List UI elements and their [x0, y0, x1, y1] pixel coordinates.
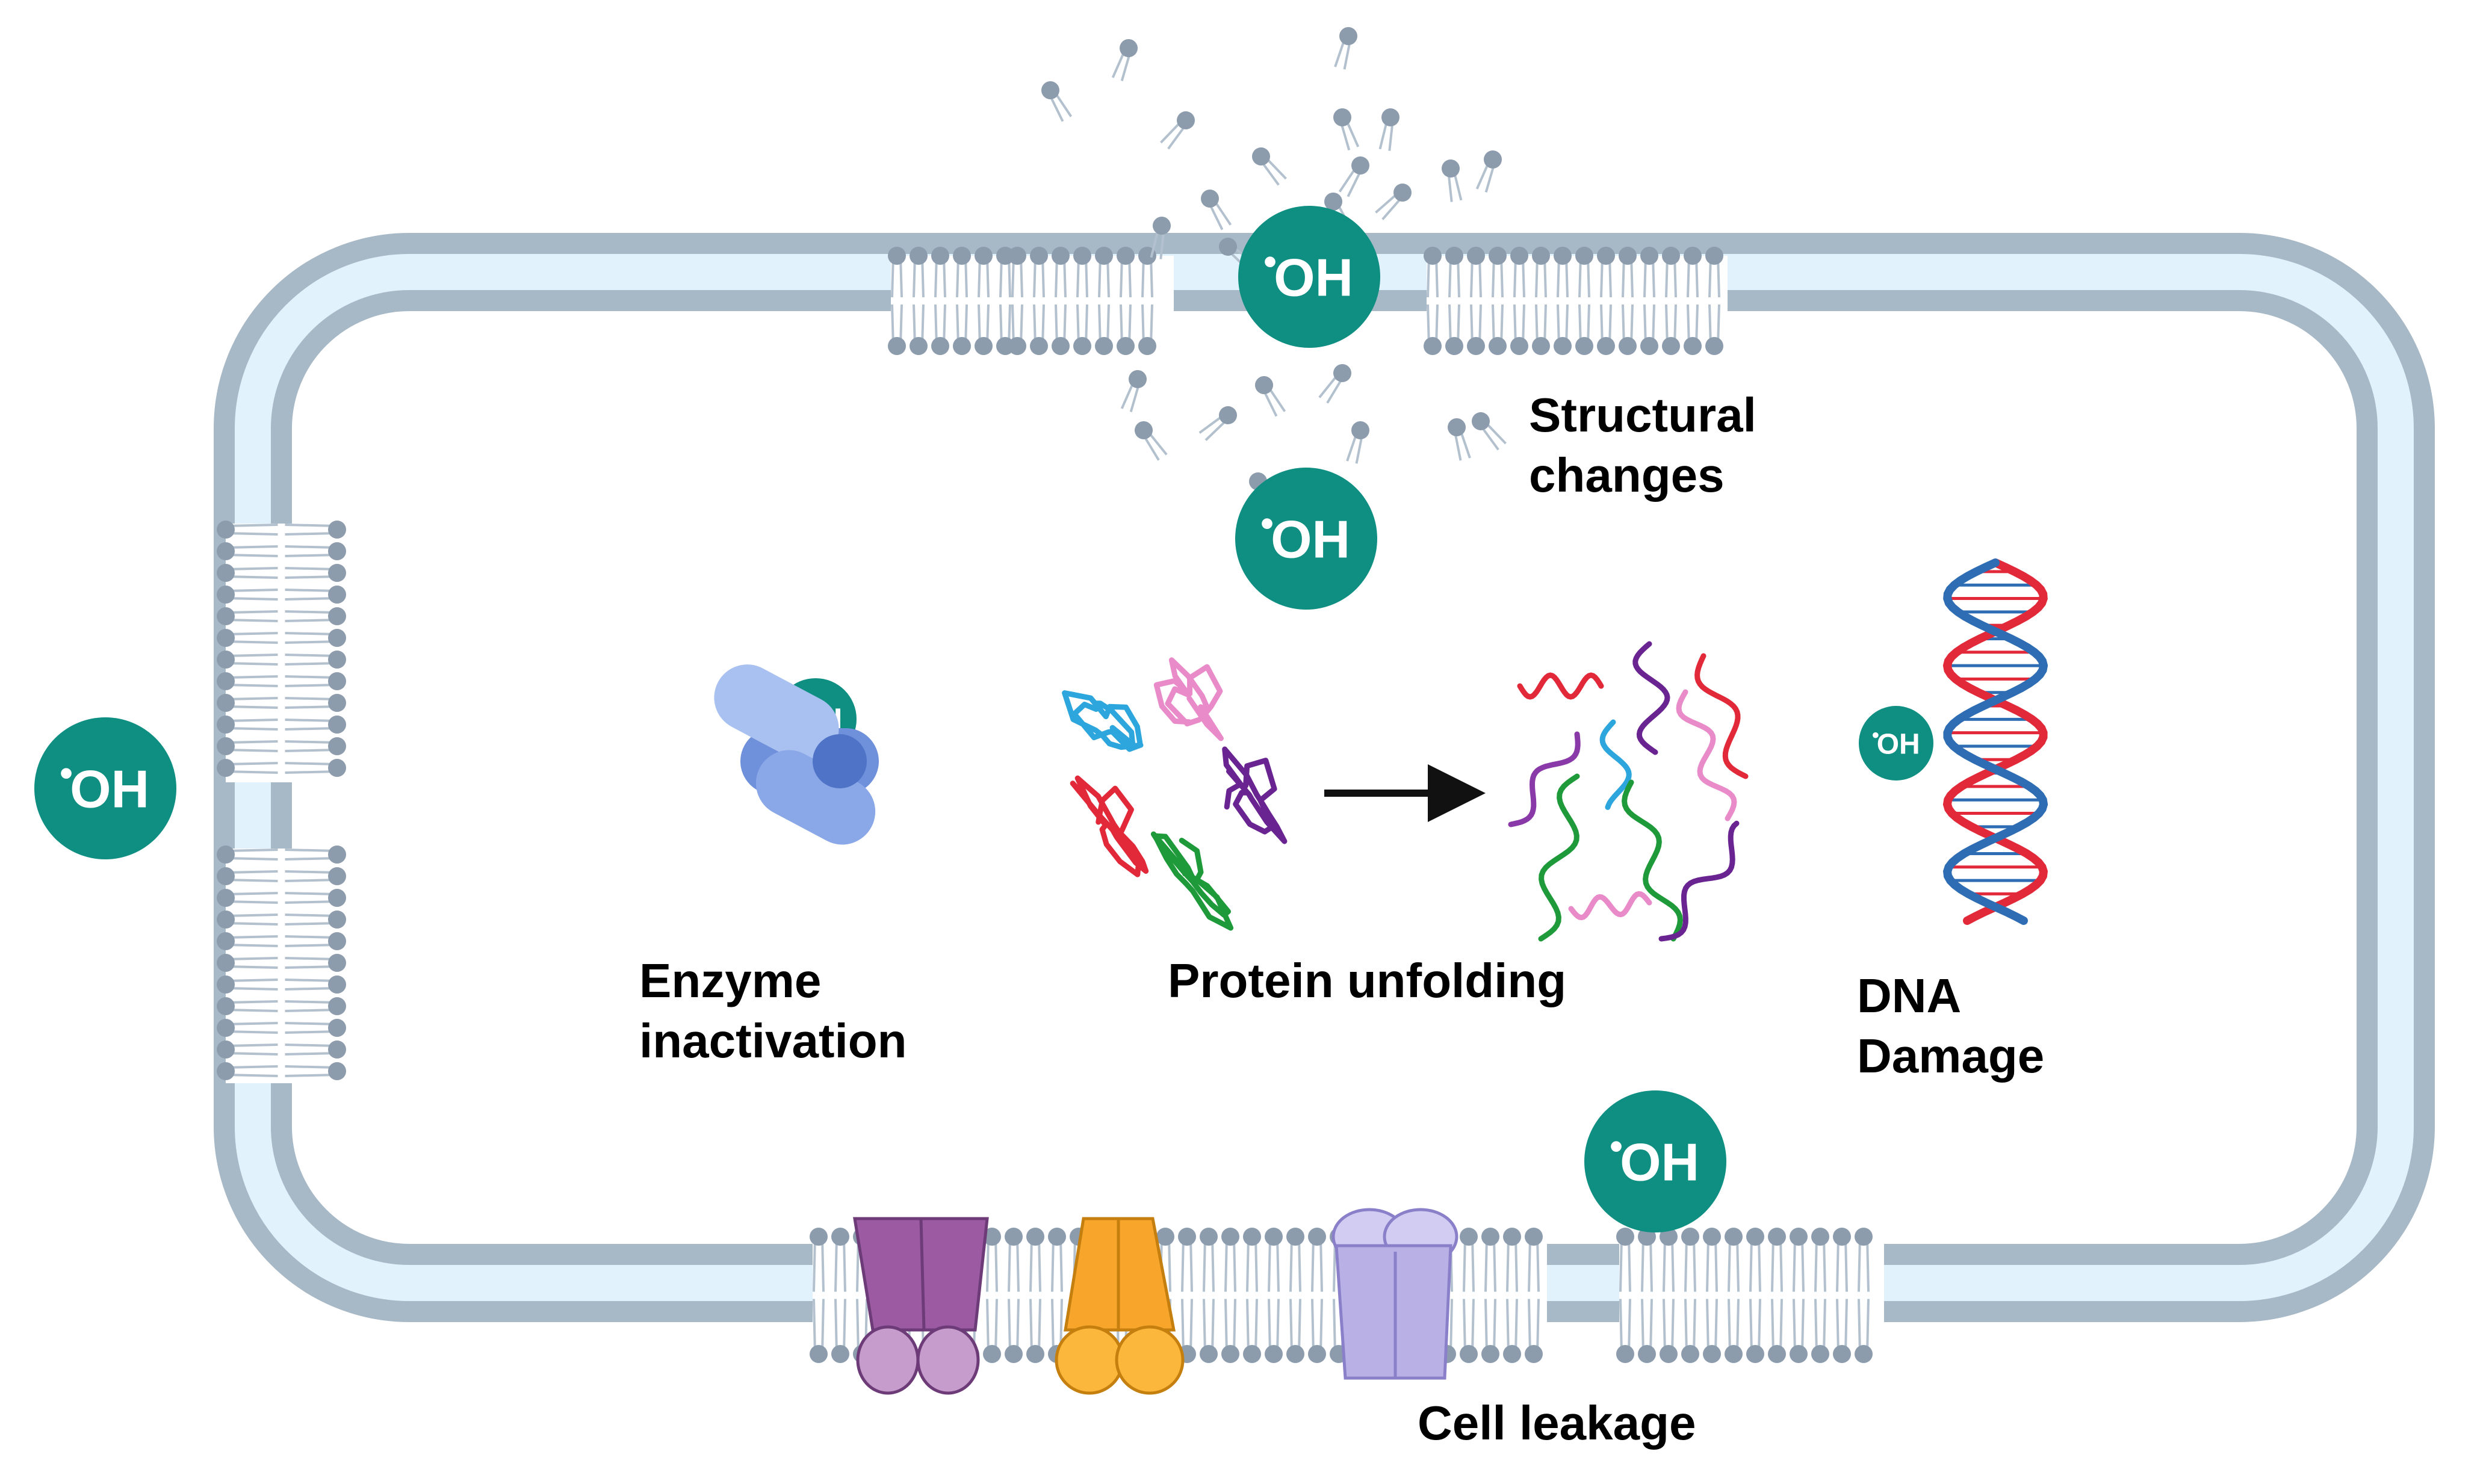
membrane-channel-purple: [853, 1217, 989, 1395]
membrane-channel-lavender: [1331, 1208, 1458, 1380]
lipid-bilayer-segment: [217, 846, 346, 1083]
lipid-bilayer-segment: [1008, 247, 1174, 355]
free-lipid: [1346, 421, 1369, 464]
unfolded-protein: [1658, 820, 1740, 942]
free-lipid: [1334, 27, 1357, 70]
radical-dot: •: [1872, 725, 1879, 747]
free-lipids: [1041, 27, 1507, 505]
unfolded-protein: [1632, 641, 1670, 755]
radical-symbol: OH: [1620, 1133, 1699, 1192]
radical-dot: •: [60, 753, 73, 794]
folded-protein: [1150, 831, 1234, 931]
lipid-bilayer-segment: [217, 521, 346, 782]
free-lipid: [1333, 108, 1360, 150]
hydroxyl-radical-icon: OH•: [1859, 706, 1933, 781]
free-lipid: [1475, 150, 1502, 193]
free-lipid: [1318, 364, 1351, 404]
folded-protein: [1153, 657, 1224, 741]
radical-symbol: OH: [1274, 248, 1353, 308]
free-lipid: [1448, 418, 1471, 461]
lipid-bilayer-segment: [1424, 247, 1728, 355]
free-lipid: [1111, 39, 1138, 81]
unfolded-protein: [1694, 653, 1749, 779]
folded-protein: [1070, 775, 1149, 877]
unfolded-protein: [1538, 773, 1580, 942]
hydroxyl-radical-group: OH•OH•OH•OH•OH•OH•: [34, 206, 1933, 1232]
radical-dot: •: [1260, 503, 1274, 545]
free-lipid: [1472, 412, 1507, 451]
free-lipid: [1120, 370, 1147, 412]
cell-membrane: [214, 233, 2435, 1322]
enzyme-icon: [714, 664, 879, 845]
free-lipid: [1255, 376, 1286, 417]
folded-protein: [1062, 690, 1144, 752]
radical-symbol: OH: [1271, 510, 1350, 569]
free-lipid: [1041, 81, 1073, 122]
free-lipid: [1135, 421, 1168, 461]
unfolded-protein-icon: [1508, 641, 1749, 942]
lipid-bilayer-segment: [888, 247, 1023, 355]
unfolded-protein: [1568, 891, 1652, 921]
unfolded-protein: [1517, 672, 1604, 700]
membrane-channel-orange: [1055, 1217, 1185, 1395]
hydroxyl-radical-icon: OH•: [1235, 468, 1377, 610]
free-lipid: [1201, 190, 1232, 230]
dna-strand-blue: [1942, 558, 2048, 925]
hydroxyl-radical-icon: OH•: [34, 717, 176, 859]
radical-dot: •: [1263, 241, 1277, 283]
folded-protein-icon: [1062, 657, 1288, 931]
label-dna-damage: DNA Damage: [1857, 969, 2045, 1083]
lipid-bilayer-segment: [1616, 1228, 1884, 1363]
label-cell-leakage: Cell leakage: [1418, 1396, 1696, 1450]
folded-protein: [1222, 746, 1288, 844]
dna-helix-icon: [1942, 558, 2048, 925]
free-lipid: [1375, 184, 1412, 220]
label-protein-unfolding: Protein unfolding: [1168, 954, 1567, 1007]
hydroxyl-radical-icon: OH•: [1238, 206, 1380, 348]
free-lipid: [1338, 156, 1369, 197]
free-lipid: [1378, 108, 1399, 151]
free-lipid: [1160, 111, 1195, 150]
unfolded-protein: [1508, 731, 1581, 827]
radical-symbol: OH: [1877, 728, 1920, 760]
free-lipid: [1252, 147, 1287, 186]
hydroxyl-radical-icon: OH•: [1584, 1090, 1726, 1232]
free-lipid: [1150, 217, 1171, 259]
free-lipid: [1442, 159, 1463, 202]
label-enzyme-inactivation: Enzyme inactivation: [639, 954, 907, 1068]
free-lipid: [1198, 406, 1237, 441]
radical-symbol: OH: [70, 759, 149, 819]
radical-dot: •: [1610, 1126, 1623, 1167]
label-structural-changes: Structural changes: [1529, 388, 1756, 502]
unfolded-protein: [1676, 689, 1737, 821]
unfolded-protein: [1622, 779, 1683, 942]
dna-strand-red: [1942, 558, 2048, 925]
unfolded-protein: [1599, 719, 1632, 810]
